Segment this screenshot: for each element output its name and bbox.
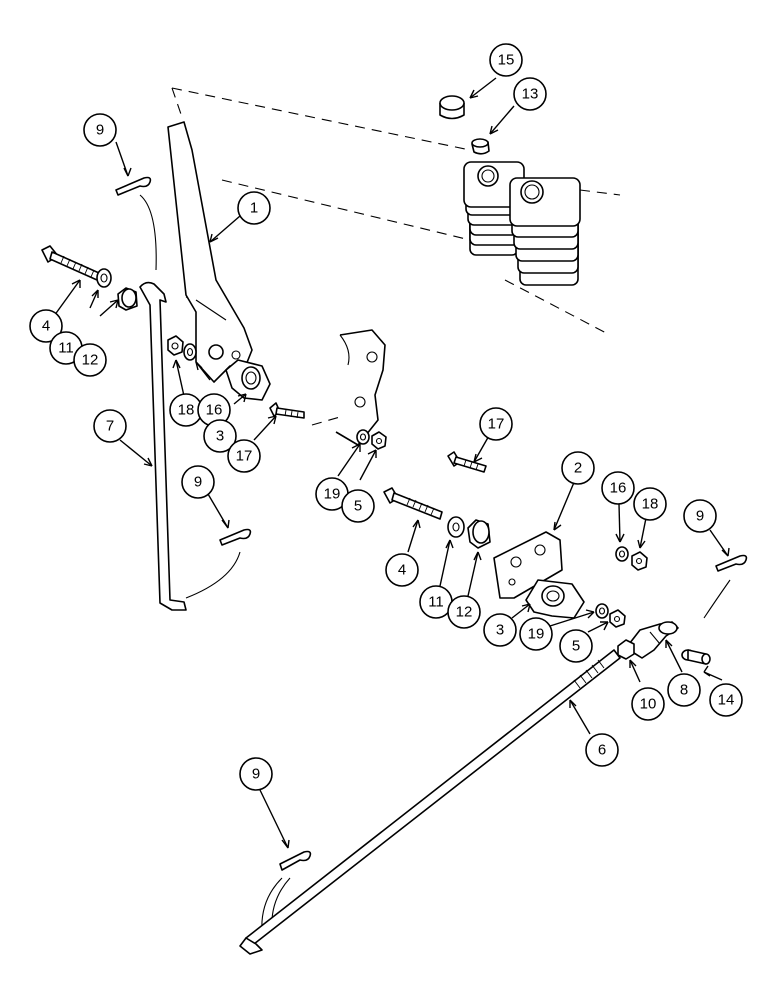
svg-text:11: 11: [428, 594, 444, 611]
svg-text:19: 19: [324, 486, 341, 503]
callouts: 15 13 1 9 4 11 12 18 16 3 17 7 9 19 5 17…: [29, 43, 743, 791]
svg-text:12: 12: [456, 604, 473, 621]
plate-part-2: [493, 531, 563, 599]
callout-13: 13: [513, 77, 547, 111]
cotter-pin-part-9-top: [115, 176, 157, 271]
svg-text:9: 9: [696, 508, 704, 525]
spacer-part-12-right: [467, 519, 491, 549]
nut-part-5-left: [371, 431, 387, 450]
washer-part-11-right: [447, 516, 465, 538]
callout-9-mid: 9: [181, 465, 215, 499]
svg-text:4: 4: [398, 562, 406, 579]
svg-text:12: 12: [82, 352, 99, 369]
svg-text:15: 15: [498, 52, 515, 69]
washer-part-16-left: [183, 343, 197, 361]
callout-16-left: 16: [197, 393, 231, 427]
svg-text:8: 8: [680, 682, 688, 699]
callout-9-bottom: 9: [239, 757, 273, 791]
boot-left: [463, 161, 525, 256]
callout-5-left: 5: [341, 489, 375, 523]
callout-11-right: 11: [419, 585, 453, 619]
flange-bearing-part-3-right: [525, 579, 585, 619]
svg-text:2: 2: [574, 460, 582, 477]
svg-text:9: 9: [252, 766, 260, 783]
callout-3-right: 3: [483, 613, 517, 647]
nut-part-13: [471, 138, 490, 155]
callout-17-left: 17: [227, 439, 261, 473]
bolt-part-4-left: [41, 245, 109, 285]
jam-nut-part-10: [617, 639, 635, 660]
svg-text:4: 4: [42, 318, 50, 335]
callout-12-left: 12: [73, 343, 107, 377]
callout-18-right: 18: [633, 487, 667, 521]
callout-15: 15: [489, 43, 523, 77]
bolt-part-17-left: [269, 402, 305, 419]
svg-text:9: 9: [96, 122, 104, 139]
washer-part-16-right: [615, 546, 629, 562]
callout-9-top: 9: [83, 113, 117, 147]
svg-text:9: 9: [194, 474, 202, 491]
callout-10: 10: [631, 687, 665, 721]
callout-9-right: 9: [683, 499, 717, 533]
boot-right: [509, 177, 581, 286]
svg-text:3: 3: [496, 622, 504, 639]
mounting-panel: [311, 329, 386, 446]
bolt-part-4-right: [383, 487, 443, 520]
bolt-part-17-right: [447, 451, 487, 473]
cotter-pin-part-9-right: [703, 554, 748, 619]
svg-text:18: 18: [642, 496, 659, 513]
spacer-part-12-left: [117, 287, 138, 311]
lever-boot-assembly: [463, 161, 581, 286]
callout-14: 14: [709, 683, 743, 717]
rod-part-7: [139, 281, 187, 611]
svg-text:14: 14: [718, 692, 735, 709]
washer-part-19-right: [595, 603, 609, 619]
flange-bearing-part-3-left: [225, 359, 271, 401]
nut-part-5-right: [609, 609, 626, 628]
cotter-pin-part-9-mid: [185, 528, 252, 599]
callout-16-right: 16: [601, 471, 635, 505]
nut-part-18-right: [631, 551, 648, 571]
svg-text:13: 13: [522, 86, 539, 103]
svg-text:6: 6: [598, 742, 606, 759]
callout-7: 7: [93, 409, 127, 443]
svg-text:19: 19: [528, 626, 545, 643]
washer-part-19-left: [356, 429, 370, 445]
callout-12-right: 12: [447, 595, 481, 629]
svg-text:5: 5: [572, 638, 580, 655]
callout-5-right: 5: [559, 629, 593, 663]
callout-1: 1: [237, 191, 271, 225]
svg-text:17: 17: [488, 416, 505, 433]
svg-text:7: 7: [106, 418, 114, 435]
pin-part-14: [681, 649, 711, 665]
knob-part-15: [439, 95, 465, 120]
svg-text:16: 16: [610, 480, 627, 497]
svg-text:3: 3: [216, 428, 224, 445]
callout-6: 6: [585, 733, 619, 767]
svg-text:18: 18: [178, 402, 195, 419]
callout-19-right: 19: [519, 617, 553, 651]
callout-17-right: 17: [479, 407, 513, 441]
svg-text:5: 5: [354, 498, 362, 515]
callout-4-left: 4: [29, 309, 63, 343]
svg-text:16: 16: [206, 402, 223, 419]
callout-2: 2: [561, 451, 595, 485]
callout-18-left: 18: [169, 393, 203, 427]
leader-lines: [53, 77, 730, 849]
callout-8: 8: [667, 673, 701, 707]
svg-text:11: 11: [58, 340, 74, 357]
nut-part-18-left: [167, 335, 184, 356]
clevis-part-8: [625, 621, 679, 659]
callout-4-right: 4: [385, 553, 419, 587]
callout-3-left: 3: [203, 419, 237, 453]
svg-text:1: 1: [250, 200, 258, 217]
svg-text:10: 10: [640, 696, 657, 713]
washer-part-11-left: [96, 268, 112, 288]
rod-part-6: [239, 649, 621, 955]
callout-19-left: 19: [315, 477, 349, 511]
svg-text:17: 17: [236, 448, 253, 465]
